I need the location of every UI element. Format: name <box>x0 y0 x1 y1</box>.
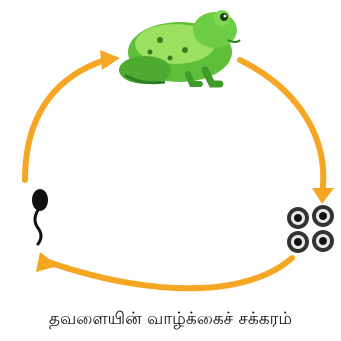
arrowhead-tadpole <box>36 252 58 272</box>
frog-icon <box>119 10 241 88</box>
arrowhead-frog <box>100 50 120 70</box>
arrow-eggs-to-tadpole <box>45 255 295 292</box>
arrow-tadpole-to-frog <box>22 57 108 183</box>
frog-eggs-icon <box>287 205 334 253</box>
arrowhead-eggs <box>312 188 334 204</box>
diagram-caption: தவளையின் வாழ்க்கைச் சக்கரம் <box>48 309 293 329</box>
tadpole-icon <box>32 189 48 246</box>
arrow-frog-to-eggs <box>237 57 327 198</box>
